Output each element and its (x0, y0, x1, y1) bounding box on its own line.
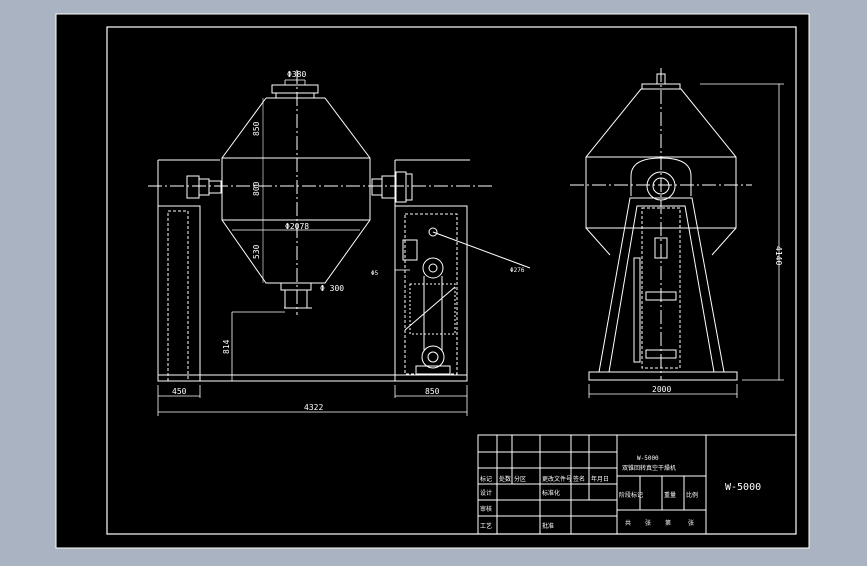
side-vessel (585, 73, 737, 256)
side-dimension-lines (588, 83, 784, 398)
title-block (477, 434, 797, 535)
dim-right-base: 850 (425, 387, 440, 396)
side-stand (588, 157, 738, 381)
tb-r1-0: 标记 (480, 475, 492, 483)
dim-discharge-height: 814 (222, 339, 231, 354)
tb-meta-0: 阶段标记 (619, 491, 643, 499)
dim-cylinder-height: 800 (252, 181, 261, 196)
front-view (148, 70, 531, 416)
front-dimension-lines (157, 79, 468, 416)
dim-cone-height: 850 (252, 121, 261, 136)
tb-r3-0: 审核 (480, 505, 492, 513)
dim-total-length: 4322 (304, 403, 323, 412)
tb-r4-2: 批准 (542, 522, 554, 530)
right-drive-frame (371, 159, 531, 382)
tb-sheet-1: 张 (645, 519, 651, 527)
tb-r2-0: 设计 (480, 489, 492, 497)
dim-lower-cone: 530 (252, 244, 261, 259)
tb-sheet-2: 第 (665, 519, 671, 527)
dim-left-base: 450 (172, 387, 187, 396)
tb-drawing-number: W-5000 (725, 482, 761, 493)
tb-r1-2: 分区 (514, 475, 526, 483)
tb-model: W-5000 (637, 455, 659, 462)
dim-outlet-diameter: Φ 300 (320, 284, 344, 293)
dim-body-diameter: Φ2078 (285, 222, 309, 231)
drawing-sheet (55, 13, 810, 549)
tb-meta-1: 重量 (664, 491, 676, 499)
tb-r1-4: 签名 (573, 475, 585, 483)
side-view (570, 68, 784, 398)
tb-r4-0: 工艺 (480, 522, 492, 530)
tb-sheet-0: 共 (625, 519, 631, 527)
tb-r1-3: 更改文件号 (542, 475, 572, 483)
tb-r1-5: 年月日 (591, 475, 609, 483)
label-callout: Φ276 (510, 267, 525, 274)
dim-side-base: 2000 (652, 385, 671, 394)
inner-frame (106, 26, 797, 535)
tb-r1-1: 处数 (499, 475, 511, 483)
dim-total-height: 4140 (774, 246, 783, 265)
tb-r2-2: 标准化 (542, 489, 560, 497)
dim-inlet-diameter: Φ380 (287, 70, 306, 79)
double-cone-vessel (221, 84, 371, 309)
tb-sheet-3: 张 (688, 519, 694, 527)
tb-description: 双锥回转真空干燥机 (622, 464, 676, 472)
tb-meta-2: 比例 (686, 491, 698, 499)
label-motor: Φ5 (371, 270, 379, 277)
